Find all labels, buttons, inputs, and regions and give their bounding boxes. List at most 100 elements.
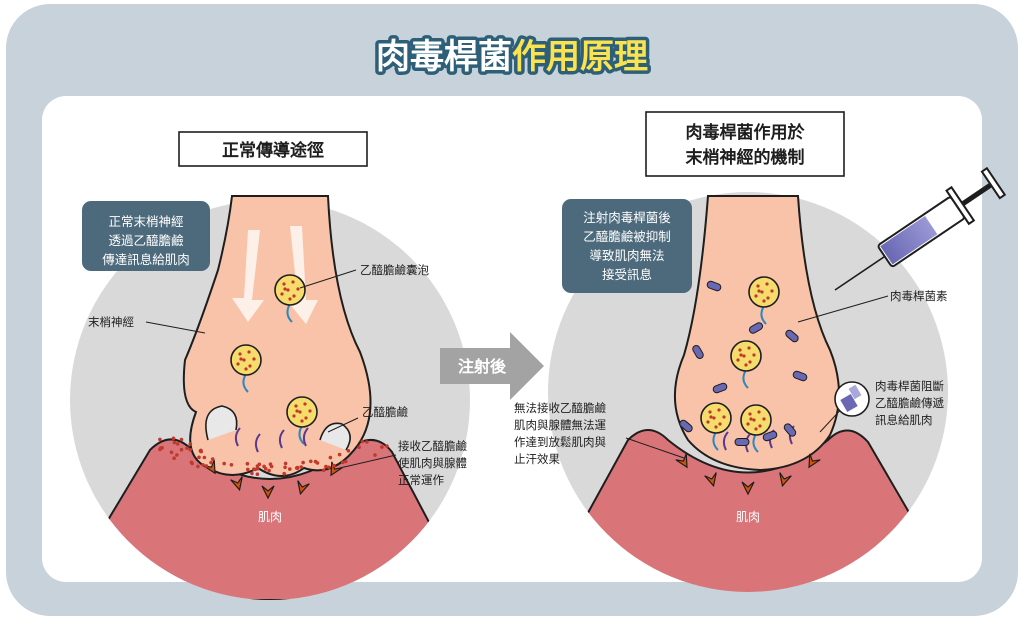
left-label-receive-3: 正常運作 xyxy=(398,473,444,487)
acetylcholine-dot xyxy=(175,453,179,457)
right-label-block-1: 肉毒桿菌阻斷 xyxy=(875,379,944,393)
acetylcholine-dot xyxy=(309,459,313,464)
left-heading: 正常傳導途徑 xyxy=(222,140,324,161)
left-tendril-1 xyxy=(234,427,241,447)
acetylcholine-dot xyxy=(346,449,351,453)
toxin-molecule-2 xyxy=(748,322,764,334)
acetylcholine-dot xyxy=(172,440,177,445)
acetylcholine-dot xyxy=(301,460,305,465)
left-info-line-2: 透過乙醯膽鹼 xyxy=(108,233,184,248)
acetylcholine-dot xyxy=(201,463,205,467)
acetylcholine-dot xyxy=(197,455,201,460)
middle-arrow-label: 注射後 xyxy=(458,357,507,376)
acetylcholine-dot xyxy=(283,461,288,466)
magnifier-block-icon xyxy=(834,381,870,417)
right-receptor-5 xyxy=(808,453,821,469)
toxin-molecule-3 xyxy=(785,329,799,343)
right-receptor-2 xyxy=(704,472,717,488)
left-info-line-3: 傳達訊息給肌肉 xyxy=(102,252,190,267)
right-scene: 肉毒桿菌作用於 末梢神經的機制 注射肉毒桿菌後 乙醯膽鹼被抑制 導致肌肉無法 接… xyxy=(514,111,1007,592)
acetylcholine-dot xyxy=(288,467,292,471)
syringe-icon xyxy=(834,166,1007,291)
acetylcholine-dot xyxy=(250,471,254,476)
acetylcholine-dot xyxy=(175,442,180,446)
acetylcholine-dot xyxy=(158,437,162,442)
right-label-fail-2: 肌肉與腺體無法運 xyxy=(514,418,606,432)
left-vesicle-2 xyxy=(230,344,262,393)
acetylcholine-dot xyxy=(341,460,345,465)
left-receptor-2 xyxy=(230,476,243,492)
acetylcholine-dot xyxy=(255,466,260,471)
acetylcholine-dot xyxy=(252,467,256,472)
acetylcholine-dot xyxy=(204,464,209,468)
right-receptor-3 xyxy=(741,481,755,496)
toxin-molecule-8 xyxy=(734,438,750,446)
acetylcholine-dot xyxy=(158,447,162,452)
left-heading-box xyxy=(178,131,368,167)
middle-arrow-shape xyxy=(440,332,544,400)
left-label-ach: 乙醯膽鹼 xyxy=(362,405,408,419)
left-receive-leader xyxy=(339,454,397,469)
acetylcholine-dot xyxy=(360,439,365,444)
right-info-line-2: 乙醯膽鹼被抑制 xyxy=(583,229,671,244)
left-vesicle-1 xyxy=(274,274,306,323)
left-release-pocket-1 xyxy=(205,405,238,441)
acetylcholine-dot xyxy=(189,460,194,465)
acetylcholine-dot xyxy=(357,445,361,450)
acetylcholine-dot xyxy=(179,447,184,452)
acetylcholine-dot xyxy=(188,447,193,452)
right-info-line-1: 注射肉毒桿菌後 xyxy=(583,210,671,225)
acetylcholine-dot xyxy=(324,464,328,469)
acetylcholine-dot xyxy=(199,448,203,453)
acetylcholine-dot xyxy=(209,460,213,465)
acetylcholine-dot xyxy=(321,468,326,473)
right-vesicle-1 xyxy=(748,276,780,325)
acetylcholine-dot xyxy=(380,445,384,449)
left-tendril-4 xyxy=(302,427,309,447)
acetylcholine-dot xyxy=(210,457,215,461)
acetylcholine-dot xyxy=(246,467,250,472)
acetylcholine-dot xyxy=(327,465,331,470)
right-vesicle-2 xyxy=(730,340,762,389)
acetylcholine-dot xyxy=(172,456,176,461)
acetylcholine-dot xyxy=(222,461,226,466)
left-flow-arrow-2 xyxy=(288,226,318,324)
acetylcholine-dot xyxy=(196,464,200,469)
toxin-molecule-6 xyxy=(712,382,728,394)
left-label-vesicle: 乙醯膽鹼囊泡 xyxy=(360,263,429,277)
right-tendril-1 xyxy=(722,431,729,451)
acetylcholine-dot xyxy=(245,461,250,466)
page-title: 肉毒桿菌作用原理 xyxy=(376,37,648,77)
acetylcholine-dot xyxy=(373,453,377,457)
acetylcholine-dot xyxy=(202,455,207,460)
left-vesicle-leader xyxy=(299,269,357,289)
right-label-fail-3: 作達到放鬆肌肉與 xyxy=(514,435,606,449)
left-label-nerve: 末梢神經 xyxy=(88,315,134,329)
acetylcholine-dot xyxy=(282,471,287,476)
acetylcholine-dot xyxy=(179,437,184,442)
left-acetylcholine-dots xyxy=(158,436,389,477)
acetylcholine-dot xyxy=(328,455,333,460)
right-heading-line-1: 肉毒桿菌作用於 xyxy=(686,122,806,143)
acetylcholine-dot xyxy=(263,466,268,471)
acetylcholine-dot xyxy=(344,459,348,464)
right-label-toxin: 肉毒桿菌素 xyxy=(890,289,948,303)
left-vesicle-3 xyxy=(286,396,318,445)
toxin-molecule-7 xyxy=(679,419,693,433)
right-fail-leader xyxy=(625,437,685,459)
right-heading-line-2: 末梢神經的機制 xyxy=(686,147,805,168)
acetylcholine-dot xyxy=(299,465,304,469)
right-receptor-1 xyxy=(675,453,688,469)
left-receptor-4 xyxy=(297,480,310,496)
right-info-line-3: 導致肌肉無法 xyxy=(589,248,664,263)
acetylcholine-dot xyxy=(229,463,234,467)
right-muscle-label: 肌肉 xyxy=(736,510,760,524)
right-muscle xyxy=(548,429,948,592)
right-info-line-4: 接受訊息 xyxy=(602,267,652,282)
right-label-block-3: 訊息給肌肉 xyxy=(875,413,933,427)
toxin-molecule-9 xyxy=(762,430,778,442)
left-info-line-1: 正常末梢神經 xyxy=(108,214,183,229)
right-receptor-4 xyxy=(779,472,792,488)
toxin-molecule-1 xyxy=(706,280,722,292)
